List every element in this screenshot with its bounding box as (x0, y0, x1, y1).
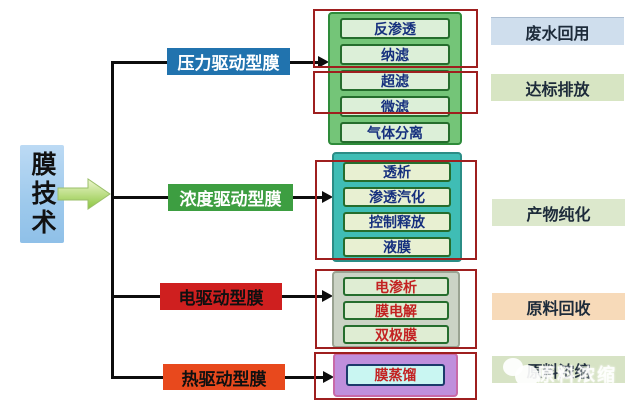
highlight-rect-product-purification (315, 160, 477, 260)
connector-line (293, 196, 323, 199)
connector-line (112, 376, 163, 379)
highlight-rect-wastewater-reuse (313, 9, 478, 68)
subtype-liquid-membrane: 液膜 (343, 237, 451, 257)
subtype-microfiltration: 微滤 (340, 96, 450, 117)
arrowhead-icon (322, 191, 333, 203)
connector-line (282, 295, 323, 298)
subtype-reverse-osmosis: 反渗透 (340, 18, 450, 39)
branch-concentration-driven-membrane: 浓度驱动型膜 (168, 184, 293, 211)
arrowhead-icon (323, 371, 334, 383)
subtype-controlled-release: 控制释放 (343, 212, 451, 232)
application-standard-discharge: 达标排放 (491, 74, 624, 101)
connector-line (112, 61, 167, 64)
connector-line (290, 61, 319, 64)
electric-subtypes-group: 电渗析 膜电解 双极膜 (332, 271, 460, 348)
heat-subtypes-group: 膜蒸馏 (333, 353, 458, 397)
highlight-rect-material-concentration (314, 352, 477, 400)
connector-line (285, 376, 324, 379)
application-material-concentration: 原料浓缩 (492, 356, 625, 383)
pressure-subtypes-group: 反渗透 纳滤 超滤 微滤 气体分离 (328, 12, 462, 145)
arrowhead-icon (322, 290, 333, 302)
branch-electric-driven-membrane: 电驱动型膜 (160, 283, 282, 310)
concentration-subtypes-group: 透析 渗透汽化 控制释放 液膜 (332, 152, 462, 262)
trunk-line (111, 61, 114, 379)
root-node-membrane-technology: 膜技术 (20, 145, 64, 243)
subtype-membrane-electrolysis: 膜电解 (343, 301, 449, 320)
branch-pressure-driven-membrane: 压力驱动型膜 (167, 48, 290, 75)
flow-arrow-icon (57, 178, 111, 210)
subtype-gas-separation: 气体分离 (340, 122, 450, 143)
subtype-pervaporation: 渗透汽化 (343, 187, 451, 207)
application-product-purification: 产物纯化 (492, 199, 625, 226)
highlight-rect-material-recovery (315, 269, 477, 349)
connector-line (112, 196, 168, 199)
subtype-bipolar-membrane: 双极膜 (343, 325, 449, 344)
application-material-recovery: 原料回收 (492, 293, 625, 320)
subtype-nanofiltration: 纳滤 (340, 44, 450, 65)
subtype-dialysis: 透析 (343, 162, 451, 182)
subtype-electrodialysis: 电渗析 (343, 277, 449, 296)
connector-line (112, 295, 160, 298)
subtype-membrane-distillation: 膜蒸馏 (346, 364, 445, 386)
arrowhead-icon (318, 56, 329, 68)
branch-heat-driven-membrane: 热驱动型膜 (163, 364, 285, 390)
highlight-rect-standard-discharge (313, 71, 478, 114)
application-wastewater-reuse: 废水回用 (491, 17, 624, 45)
